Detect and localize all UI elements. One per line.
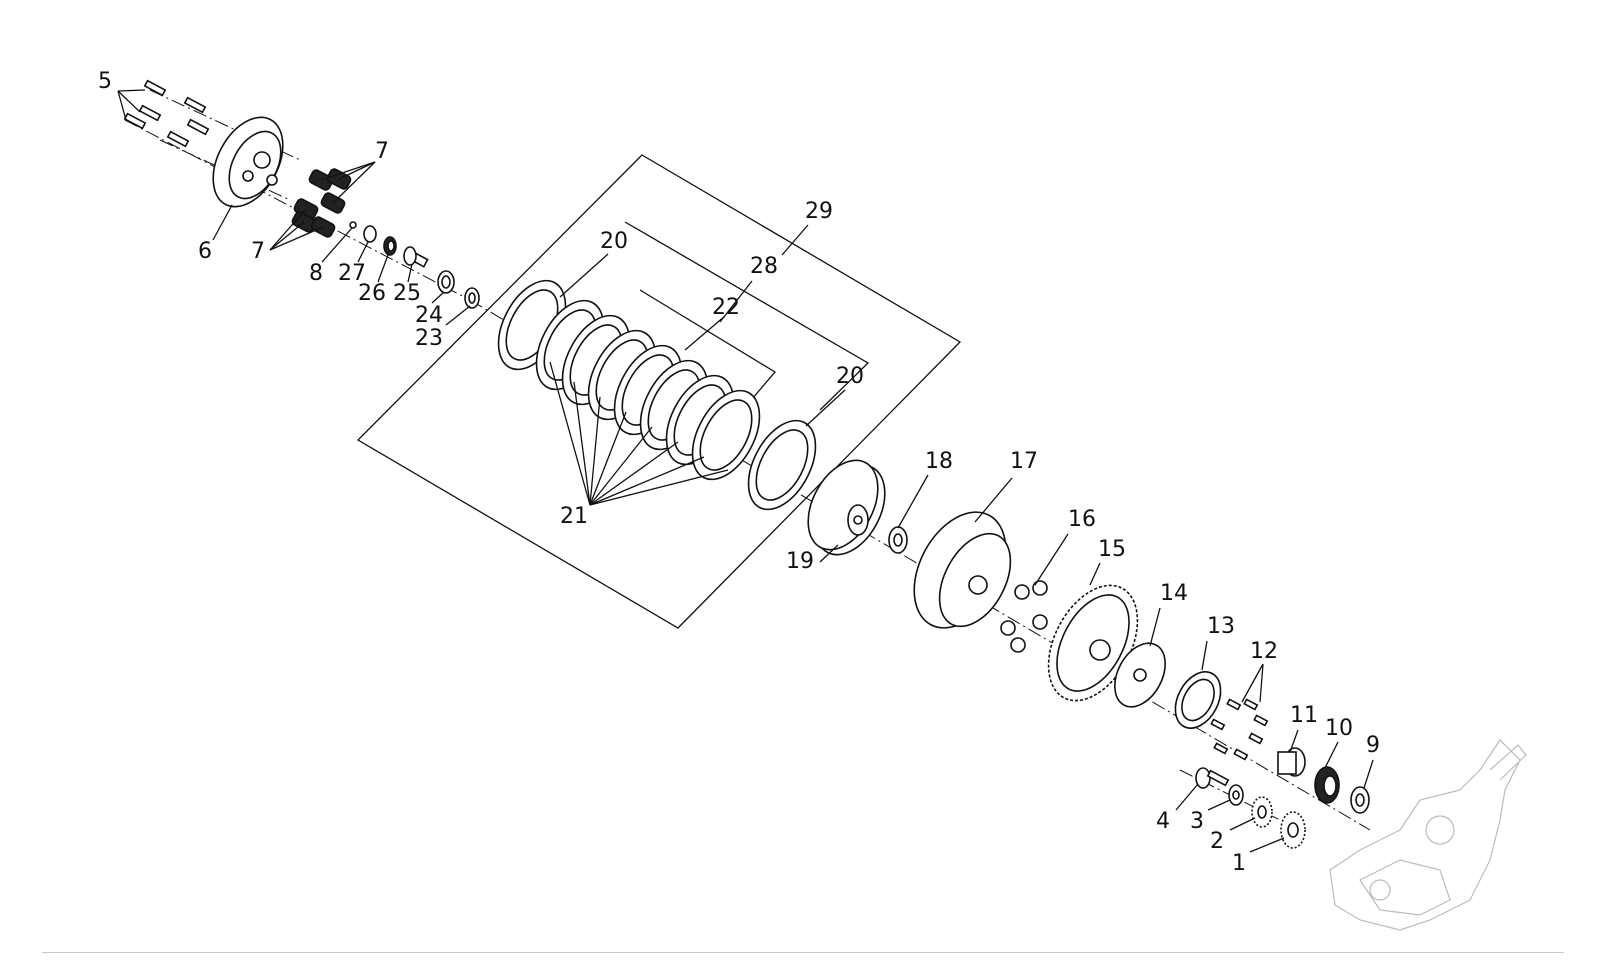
- callout-label: 14: [1160, 581, 1188, 606]
- callout-label: 15: [1098, 537, 1126, 562]
- callout-label: 2: [1210, 829, 1224, 854]
- callout-label: 17: [1010, 449, 1038, 474]
- callout-label: 7: [251, 239, 265, 264]
- bolts-5: [123, 79, 210, 148]
- callout-label: 25: [393, 281, 421, 306]
- circlip-26-hole: [387, 240, 395, 252]
- callout-label: 4: [1156, 809, 1170, 834]
- clutch-plate-stack: [497, 279, 817, 511]
- gear-1: [1280, 811, 1306, 849]
- callout-label: 13: [1207, 614, 1235, 639]
- axis-line: [149, 89, 301, 161]
- callout-label: 12: [1250, 639, 1278, 664]
- callout-label: 6: [198, 239, 212, 264]
- callout-label: 19: [786, 549, 814, 574]
- washer-9: [1350, 786, 1370, 814]
- dampers-16: [1000, 580, 1048, 653]
- callout-label: 20: [600, 229, 628, 254]
- callout-label: 24: [415, 303, 443, 328]
- callout-label: 20: [836, 364, 864, 389]
- bearing-13: [1174, 671, 1222, 729]
- callout-label: 22: [712, 295, 740, 320]
- callout-label: 27: [338, 261, 366, 286]
- clutch-basket-17: [913, 511, 1012, 629]
- bracket-29: [356, 154, 962, 629]
- washer-27: [363, 225, 377, 243]
- clutch-hub-19: [807, 459, 886, 556]
- pressure-plate-6: [212, 116, 284, 208]
- callout-label: 29: [805, 199, 833, 224]
- bottom-divider: [42, 952, 1564, 953]
- callout-labels: 5 7 7 6 8 27 26 25 24 23 20 29 28 22 20 …: [98, 69, 1380, 876]
- bracket-28: [624, 221, 870, 411]
- callout-label: 8: [309, 261, 323, 286]
- engine-block-reference: [1329, 739, 1527, 931]
- callout-label: 21: [560, 504, 588, 529]
- retainer-plate-14: [1114, 642, 1166, 708]
- callout-label: 23: [415, 326, 443, 351]
- callout-label: 28: [750, 254, 778, 279]
- callout-label: 1: [1232, 851, 1246, 876]
- washer-3: [1228, 784, 1244, 806]
- gear-2: [1251, 796, 1273, 828]
- screws-12: [1210, 698, 1269, 761]
- bushing-11: [1277, 747, 1306, 777]
- callout-label: 16: [1068, 507, 1096, 532]
- washer-23: [464, 287, 480, 309]
- bolt-4: [1195, 767, 1230, 789]
- needle-bearing-10: [1314, 766, 1340, 804]
- pushrod-25: [403, 246, 429, 268]
- bearing-24: [437, 270, 455, 294]
- thrust-washer-18: [888, 526, 908, 554]
- callout-label: 5: [98, 69, 112, 94]
- callout-label: 3: [1190, 809, 1204, 834]
- leader-lines: [117, 89, 1374, 853]
- ball-8: [349, 221, 357, 229]
- primary-gear-15: [1047, 584, 1139, 702]
- callout-label: 26: [358, 281, 386, 306]
- callout-label: 7: [375, 139, 389, 164]
- callout-label: 10: [1325, 716, 1353, 741]
- callout-label: 18: [925, 449, 953, 474]
- callout-label: 9: [1366, 733, 1380, 758]
- callout-label: 11: [1290, 703, 1318, 728]
